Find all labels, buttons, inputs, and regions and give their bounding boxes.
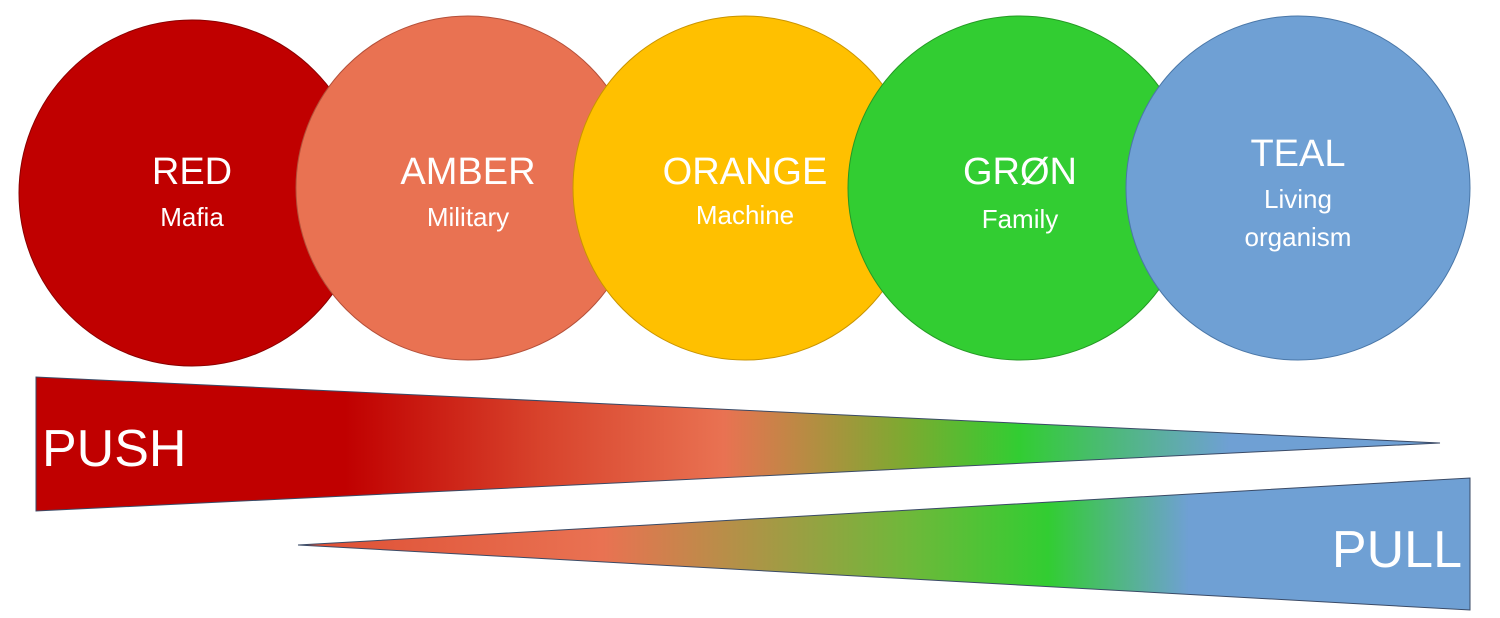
circle-teal-subtitle-line1: Living [1264, 184, 1332, 214]
push-wedge: PUSH [35, 376, 1441, 512]
circle-teal-title: TEAL [1250, 133, 1345, 175]
circle-orange-title: ORANGE [663, 151, 828, 193]
circle-red-subtitle: Mafia [160, 202, 224, 232]
circle-green-title: GRØN [963, 151, 1077, 193]
circle-amber-title: AMBER [400, 151, 535, 193]
circle-red: RED Mafia [18, 19, 366, 367]
pull-label: PULL [1332, 521, 1462, 579]
circle-red-title: RED [152, 151, 232, 193]
circle-amber-subtitle: Military [427, 202, 509, 232]
circle-orange-subtitle: Machine [696, 200, 794, 230]
circle-green-subtitle: Family [982, 204, 1059, 234]
circle-orange: ORANGE Machine [572, 15, 918, 361]
push-label: PUSH [42, 420, 186, 478]
circle-teal: TEAL Living organism [1125, 15, 1471, 361]
circle-green: GRØN Family [847, 15, 1193, 361]
circle-teal-subtitle-line2: organism [1245, 222, 1352, 252]
pull-wedge: PULL [297, 477, 1471, 611]
